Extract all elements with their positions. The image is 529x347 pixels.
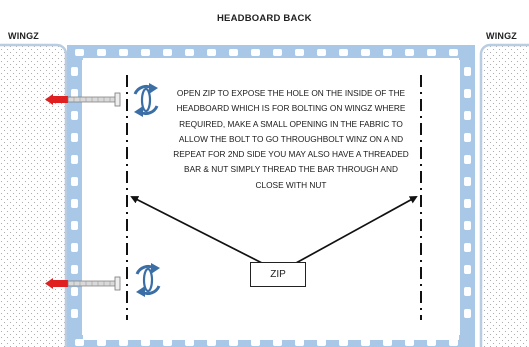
right-wing-panel bbox=[481, 45, 529, 347]
left-wing-panel bbox=[0, 45, 66, 347]
instructions-text: OPEN ZIP TO EXPOSE THE HOLE ON THE INSID… bbox=[170, 86, 412, 193]
zip-label-box: ZIP bbox=[250, 262, 306, 287]
zip-label: ZIP bbox=[270, 269, 286, 280]
